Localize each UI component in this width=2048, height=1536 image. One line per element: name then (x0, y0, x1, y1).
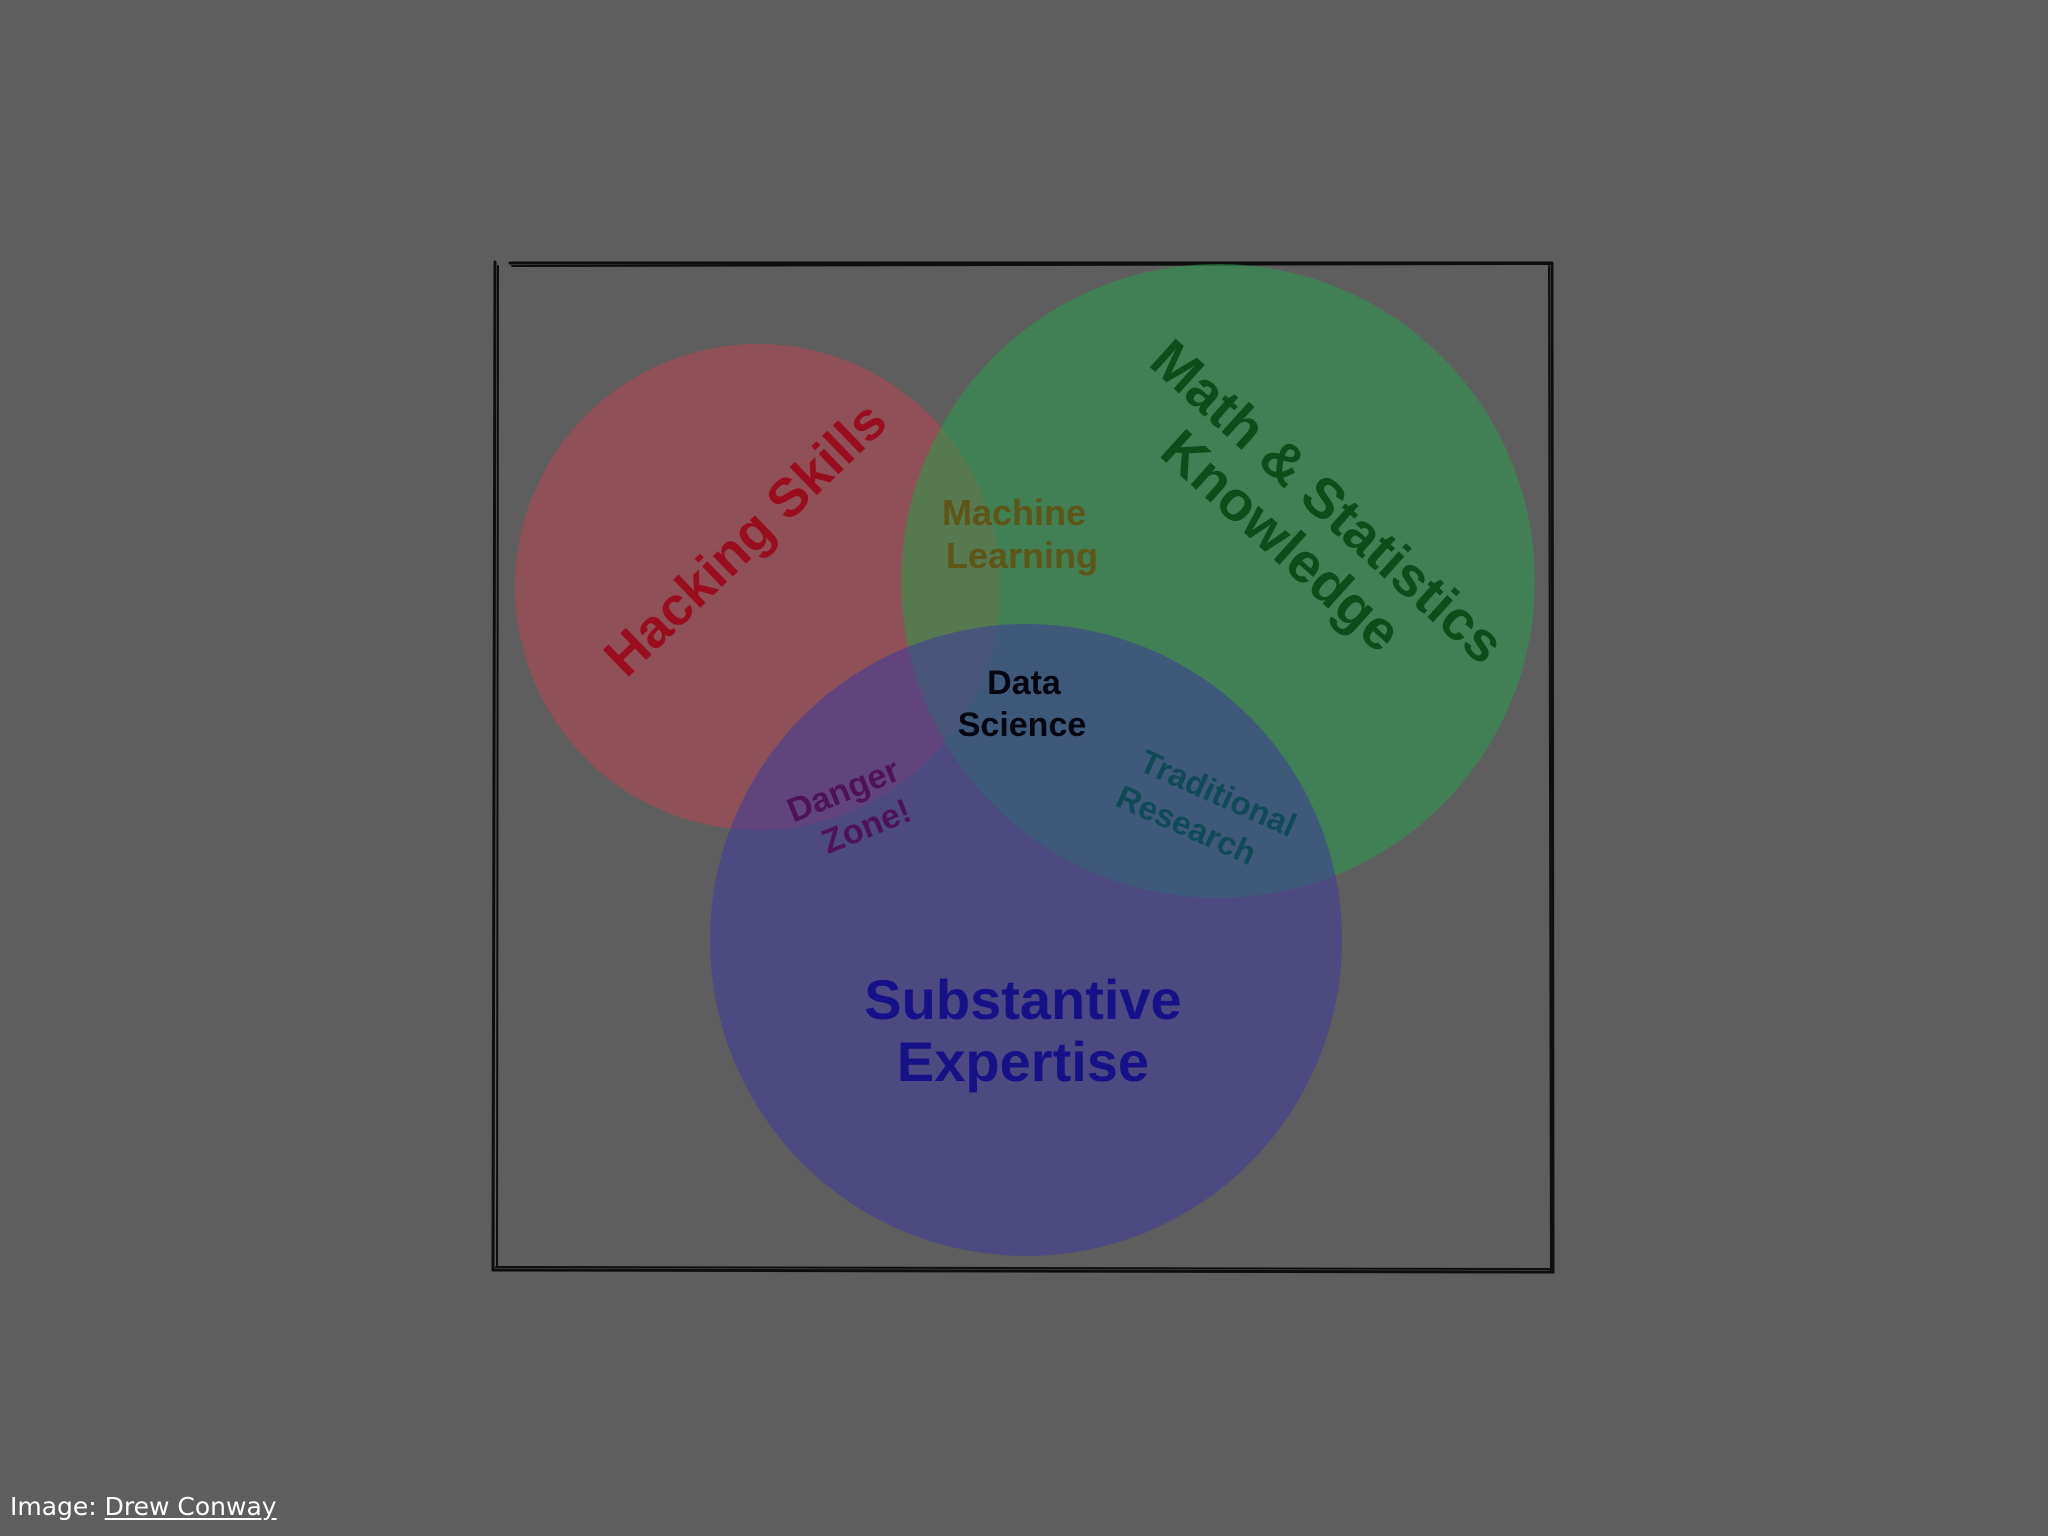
label-substantive-line2: Expertise (897, 1030, 1149, 1093)
image-credit: Image: Drew Conway (10, 1492, 277, 1521)
label-machine-learning: Machine Learning (942, 492, 1098, 576)
label-machine-learning-line2: Learning (946, 535, 1098, 576)
label-substantive-line1: Substantive (864, 968, 1181, 1031)
label-data-science: Data Science (958, 664, 1087, 744)
label-substantive-expertise: Substantive Expertise (864, 968, 1181, 1093)
image-credit-prefix: Image: (10, 1492, 105, 1521)
circle-substantive-expertise (710, 624, 1342, 1256)
image-credit-link[interactable]: Drew Conway (104, 1492, 277, 1521)
label-machine-learning-line1: Machine (942, 492, 1086, 533)
label-data-science-line2: Science (958, 706, 1087, 744)
diagram-frame (491, 260, 1555, 1274)
label-data-science-line1: Data (987, 664, 1062, 702)
